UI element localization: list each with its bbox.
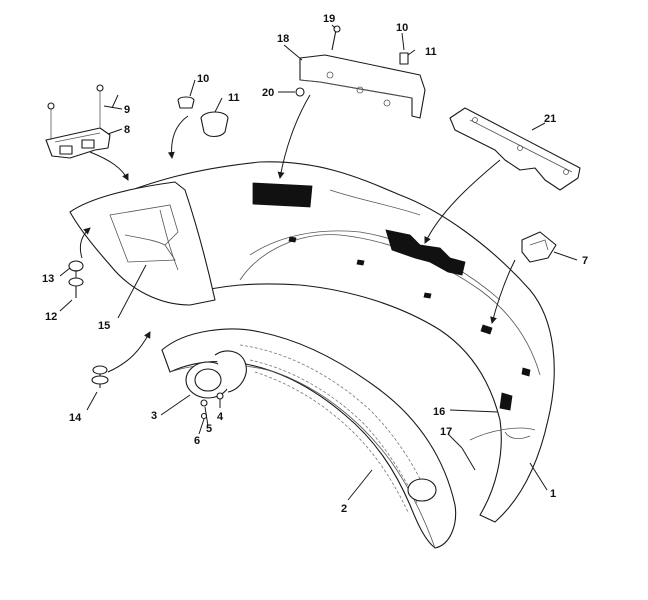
- upper-bracket-18: [299, 54, 426, 119]
- callout-12: 12: [45, 311, 57, 323]
- callout-10-left: 10: [197, 73, 209, 85]
- callout-1: 1: [550, 488, 556, 500]
- callout-4: 4: [217, 411, 224, 423]
- clip-center-2: [356, 259, 365, 266]
- clip-bracket-8: [45, 127, 111, 159]
- callout-3: 3: [151, 410, 157, 422]
- callout-10-top: 10: [396, 22, 408, 34]
- lower-grille-assembly: [161, 328, 457, 549]
- callout-9: 9: [124, 104, 130, 116]
- clip-right-upper: [480, 324, 493, 335]
- callout-5: 5: [206, 423, 212, 435]
- nut-13: [68, 260, 84, 272]
- clip-5: [200, 399, 208, 407]
- callout-8: 8: [124, 124, 130, 136]
- callout-11-top: 11: [425, 46, 437, 58]
- callout-19: 19: [323, 13, 335, 25]
- callout-7: 7: [582, 255, 588, 267]
- callout-labels: 1 2 3 4 5 6 7 8 9 10 11 12 13 14 15 16 1…: [42, 13, 588, 515]
- clip-center-3: [423, 292, 432, 299]
- clip-right-mid: [521, 367, 531, 377]
- callout-18: 18: [277, 33, 289, 45]
- bolt-14: [91, 365, 109, 388]
- callout-17: 17: [440, 426, 452, 438]
- callout-20: 20: [262, 87, 274, 99]
- screw-19: [331, 25, 341, 51]
- bolt-12: [68, 277, 84, 298]
- fastener-11-left: [200, 111, 229, 138]
- callout-15: 15: [98, 320, 110, 332]
- callout-21: 21: [544, 113, 556, 125]
- callout-14: 14: [69, 412, 82, 424]
- foam-absorber-center: [385, 229, 466, 276]
- callout-11-left: 11: [228, 92, 240, 104]
- callout-13: 13: [42, 273, 54, 285]
- leader-lines: [59, 24, 578, 501]
- fastener-10-11-top: [399, 52, 409, 65]
- rivet-9: [47, 84, 104, 140]
- callout-6: 6: [194, 435, 200, 447]
- clip-7: [521, 231, 557, 263]
- clip-center-1: [288, 236, 297, 243]
- callout-2: 2: [341, 503, 347, 515]
- right-bracket-21: [449, 107, 581, 191]
- fastener-10-left: [177, 96, 195, 109]
- clip-right-lower: [499, 392, 513, 411]
- nut-20: [295, 87, 305, 97]
- side-bracket-15: [69, 181, 216, 306]
- foam-absorber-upper: [252, 182, 313, 208]
- callout-16: 16: [433, 406, 445, 418]
- screw-4: [216, 392, 224, 400]
